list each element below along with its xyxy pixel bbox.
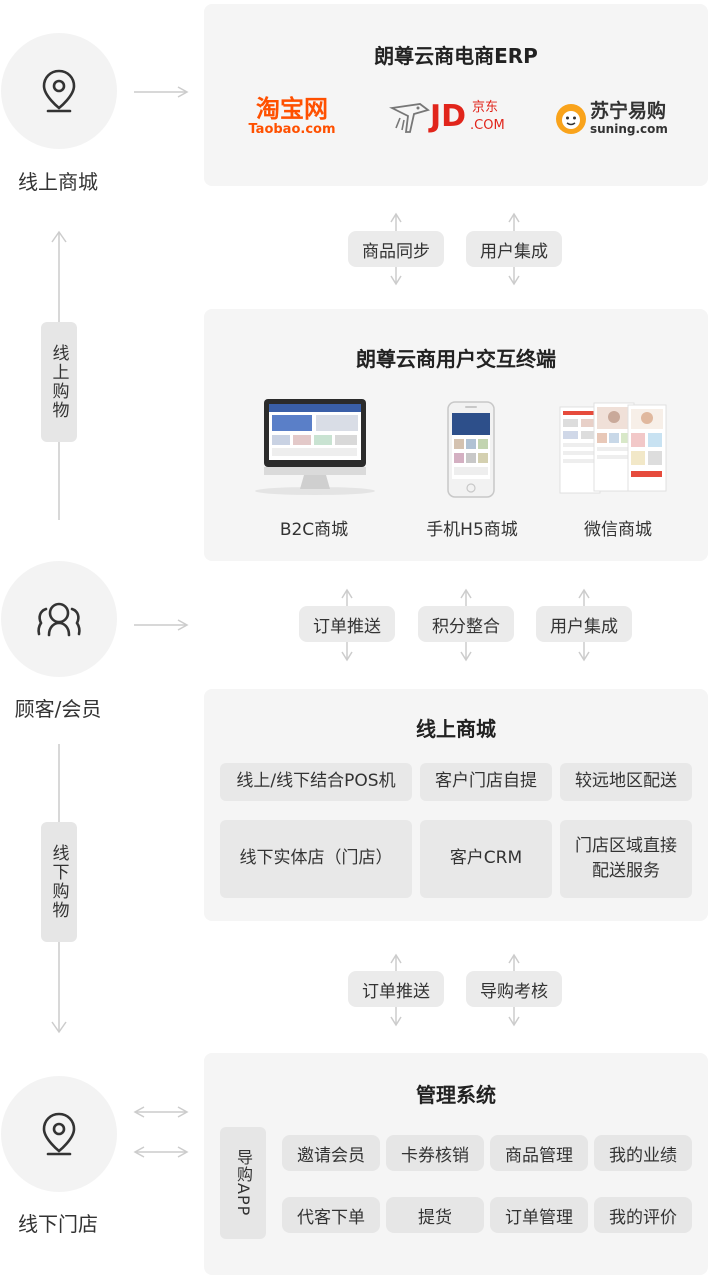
management-title: 管理系统	[416, 1083, 496, 1107]
interaction-title: 朗尊云商用户交互终端	[356, 347, 556, 371]
interaction-panel: 朗尊云商用户交互终端	[204, 309, 708, 561]
customer-label: 顾客/会员	[14, 697, 102, 721]
right-arrow-2	[134, 619, 189, 631]
product-manage-box: 商品管理	[490, 1135, 588, 1171]
order-push-tag: 订单推送	[299, 606, 395, 642]
guide-app-text: 导购APP	[234, 1149, 253, 1217]
mall-title: 线上商城	[416, 717, 496, 741]
location-pin-icon	[42, 1112, 76, 1156]
guide-assessment-tag: 导购考核	[466, 971, 562, 1007]
erp-title: 朗尊云商电商ERP	[374, 44, 538, 68]
online-mall-node	[1, 33, 117, 149]
jd-dog-icon	[389, 103, 430, 133]
online-shopping-text: 线上购物	[48, 344, 69, 420]
area-delivery-box: 门店区域直接 配送服务	[560, 820, 692, 898]
desktop-monitor-image	[255, 397, 375, 497]
user-integration-tag-2: 用户集成	[536, 606, 632, 642]
offline-store-label: 线下门店	[18, 1212, 98, 1236]
my-performance-box: 我的业绩	[594, 1135, 692, 1171]
b2c-mall-label: B2C商城	[279, 520, 349, 540]
h5-mall-label: 手机H5商城	[426, 520, 518, 540]
double-arrow-2	[133, 1146, 189, 1158]
jd-logo-main: JD	[430, 99, 467, 134]
suning-logo: 苏宁易购 suning.com	[554, 98, 674, 142]
people-icon	[37, 602, 81, 637]
online-shopping-tag: 线上购物	[41, 322, 77, 442]
points-integration-tag: 积分整合	[418, 606, 514, 642]
invite-member-box: 邀请会员	[282, 1135, 380, 1171]
order-push-tag-2: 订单推送	[348, 971, 444, 1007]
jd-logo: JD 京东 .COM	[389, 98, 506, 142]
right-arrow-1	[134, 86, 189, 98]
order-manage-box: 订单管理	[490, 1197, 588, 1233]
offline-shopping-text: 线下购物	[48, 844, 69, 920]
store-pickup-box: 客户门店自提	[420, 763, 552, 801]
product-sync-tag: 商品同步	[348, 231, 444, 267]
wechat-mall-image	[558, 401, 668, 499]
pickup-box: 提货	[386, 1197, 484, 1233]
guide-app-tag: 导购APP	[220, 1127, 266, 1239]
taobao-logo-en: Taobao.com	[248, 122, 336, 137]
taobao-logo-cn: 淘宝网	[256, 95, 328, 123]
suning-lion-icon	[556, 104, 586, 134]
remote-delivery-box: 较远地区配送	[560, 763, 692, 801]
jd-logo-en: .COM	[470, 118, 505, 133]
pos-feature-box: 线上/线下结合POS机	[220, 763, 412, 801]
physical-store-box: 线下实体店（门店）	[220, 820, 412, 898]
management-panel: 管理系统 导购APP 邀请会员 卡券核销 商品管理 我的业绩 代客下单 提货 订…	[204, 1053, 708, 1275]
area-delivery-line-2: 配送服务	[592, 861, 660, 881]
place-order-box: 代客下单	[282, 1197, 380, 1233]
offline-store-node	[1, 1076, 117, 1192]
mall-panel: 线上商城 线上/线下结合POS机 客户门店自提 较远地区配送 线下实体店（门店）…	[204, 689, 708, 921]
mobile-phone-image	[446, 401, 496, 499]
suning-logo-en: suning.com	[590, 122, 668, 136]
customer-crm-box: 客户CRM	[420, 820, 552, 898]
location-pin-icon	[42, 69, 76, 113]
customer-node	[1, 561, 117, 677]
area-delivery-line-1: 门店区域直接	[575, 835, 677, 856]
double-arrow-1	[133, 1106, 189, 1118]
taobao-logo: 淘宝网 Taobao.com	[242, 96, 342, 144]
online-mall-label: 线上商城	[18, 170, 98, 194]
wechat-mall-label: 微信商城	[584, 520, 652, 540]
user-integration-tag: 用户集成	[466, 231, 562, 267]
jd-logo-cn: 京东	[472, 100, 499, 115]
offline-shopping-tag: 线下购物	[41, 822, 77, 942]
coupon-verify-box: 卡券核销	[386, 1135, 484, 1171]
my-reviews-box: 我的评价	[594, 1197, 692, 1233]
suning-logo-cn: 苏宁易购	[590, 100, 667, 122]
erp-panel: 朗尊云商电商ERP 淘宝网 Taobao.com JD 京东 .COM 苏宁易购…	[204, 4, 708, 186]
